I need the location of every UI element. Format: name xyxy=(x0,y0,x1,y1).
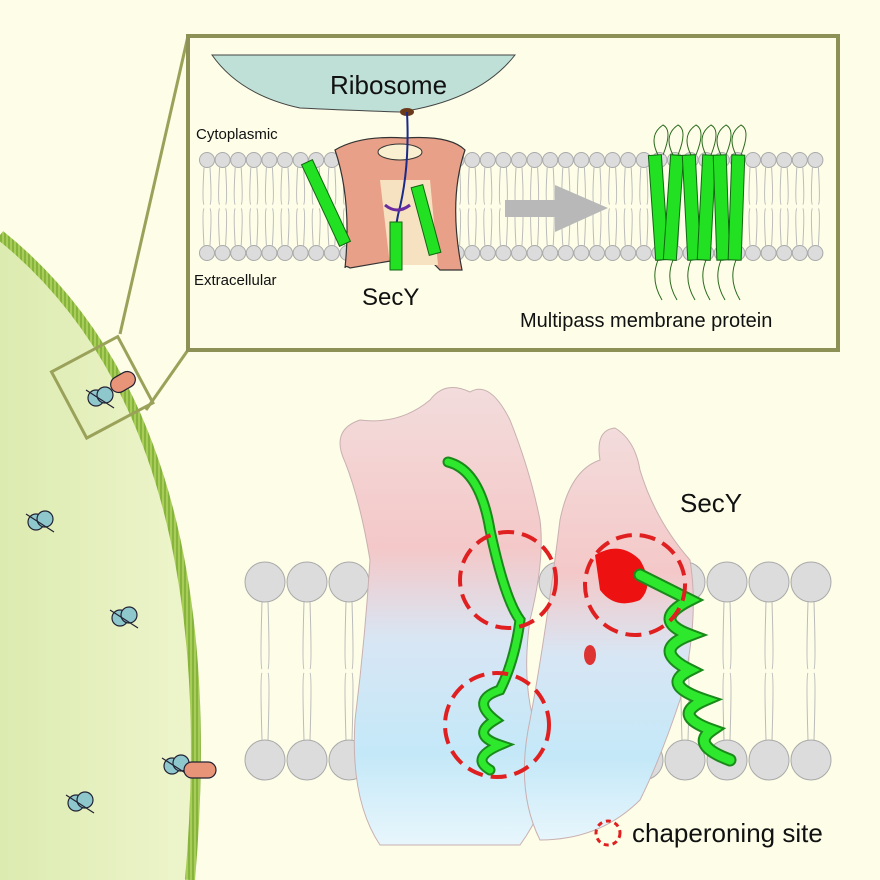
lipid xyxy=(244,561,286,781)
lipid xyxy=(277,152,293,261)
lipid xyxy=(261,152,278,261)
lipid xyxy=(308,152,325,261)
inset-secy-label: SecY xyxy=(362,284,420,311)
product-label: Multipass membrane protein xyxy=(520,310,773,332)
ribosome-shape xyxy=(211,54,517,113)
lipid xyxy=(760,152,777,261)
lipid xyxy=(199,152,215,261)
product-helix xyxy=(696,124,717,301)
lipid xyxy=(790,561,832,781)
lipid xyxy=(245,152,262,261)
product-helix xyxy=(662,124,685,301)
lipid xyxy=(791,152,808,261)
inset-panel xyxy=(186,34,840,352)
lipid xyxy=(495,152,512,261)
lipid xyxy=(511,152,527,261)
cell xyxy=(0,231,201,880)
ribosome-icons xyxy=(25,370,217,814)
zoom-indicator xyxy=(49,35,190,441)
ribosome-label: Ribosome xyxy=(330,70,448,100)
product-helix xyxy=(647,124,670,301)
product-helix xyxy=(712,124,732,301)
lipid xyxy=(776,152,793,261)
lipid xyxy=(706,561,748,781)
lipid xyxy=(635,152,652,261)
arrow xyxy=(505,185,608,232)
lipid xyxy=(557,152,574,261)
lipid xyxy=(620,152,637,261)
lipid xyxy=(807,152,824,261)
lipid xyxy=(230,152,247,261)
lipid xyxy=(464,152,481,261)
product-helix xyxy=(681,124,702,301)
lipid xyxy=(745,152,761,261)
lipid xyxy=(573,152,590,261)
lipid xyxy=(214,152,231,261)
lipid xyxy=(748,561,790,781)
extracellular-label: Extracellular xyxy=(194,272,277,289)
chaperoning-site-markers xyxy=(443,530,687,847)
secy-structure-label: SecY xyxy=(680,488,743,518)
lipid xyxy=(286,561,328,781)
secy-surface xyxy=(339,387,694,846)
legend-dashed-circle-icon xyxy=(594,819,622,847)
nascent-helices xyxy=(442,456,737,776)
lipid xyxy=(542,152,559,261)
legend-label: chaperoning site xyxy=(632,818,823,848)
lipid xyxy=(604,152,621,261)
lipid xyxy=(479,152,496,261)
cytoplasmic-label: Cytoplasmic xyxy=(196,126,278,143)
lipid xyxy=(292,152,309,261)
product-helix xyxy=(727,124,747,301)
inset-helices xyxy=(300,124,747,301)
chaperone-residues xyxy=(595,548,648,604)
